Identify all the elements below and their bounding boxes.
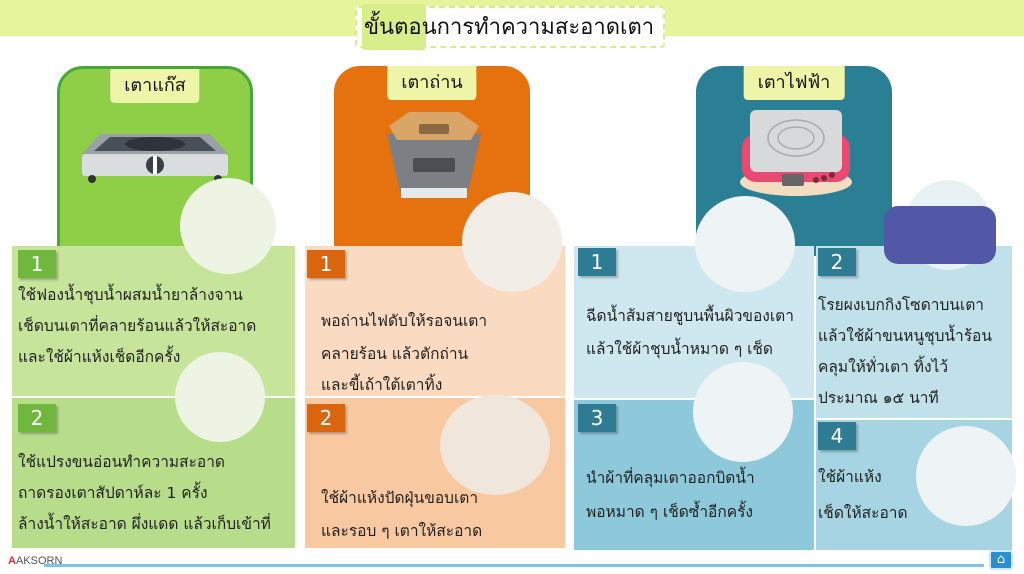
footer-divider [44,564,984,567]
charcoal-wipe-illustration [440,395,550,495]
gas-stove-icon [82,134,228,183]
charcoal-scoop-illustration [462,192,562,292]
electric-step-4-panel: 4 ใช้ผ้าแห้ง เช็ดให้สะอาด [816,420,1012,550]
gas-step-1-panel: 1 ใช้ฟองน้ำชุบน้ำผสมน้ำยาล้างจาน เช็ดบนเ… [12,246,295,396]
step-text-line: ใช้ผ้าแห้งปัดฝุ่นขอบเตา [321,489,479,507]
step-text-line: พอหมาด ๆ เช็ดซ้ำอีกครั้ง [586,503,753,521]
step-number: 2 [18,404,56,432]
charcoal-stove-icon [387,112,481,198]
step-number: 2 [307,404,345,432]
step-text-line: พอถ่านไฟดับให้รอจนเตา [321,312,488,330]
gas-sponge-illustration [180,178,276,274]
electric-stove-icon [740,110,852,196]
step-number: 4 [818,422,856,450]
step-number: 2 [818,248,856,276]
step-number: 3 [578,404,616,432]
step-number: 1 [18,250,56,278]
electric-wring-illustration [693,362,793,462]
category-label: เตาถ่าน [387,66,477,100]
electric-dry-wipe-illustration [916,426,1016,526]
category-label: เตาแก๊ส [110,69,200,103]
step-text-line: ใช้ผ้าแห้ง [818,468,882,486]
step-text-line: และรอบ ๆ เตาให้สะอาด [321,522,483,540]
step-text-line: โรยผงเบกกิงโซดาบนเตา [818,296,984,314]
step-text-line: นำผ้าที่คลุมเตาออกบิดน้ำ [586,469,755,487]
step-text-line: ฉีดน้ำส้มสายชูบนพื้นผิวของเตา [586,307,794,325]
step-text-line: เช็ดให้สะอาด [818,504,908,522]
step-text-line: แล้วใช้ผ้าขนหนูชุบน้ำร้อน [818,327,992,345]
category-label: เตาไฟฟ้า [743,66,845,100]
step-text-line: ล้างน้ำให้สะอาด ผึ่งแดด แล้วเก็บเข้าที่ [18,515,271,533]
electric-spray-illustration [695,196,795,292]
step-text-line: คลุมให้ทั่วเตา ทิ้งไว้ [818,358,949,376]
category-charcoal-stove: เตาถ่าน [334,66,530,256]
gas-tray-brush-illustration [175,352,265,442]
step-text-line: ถาดรองเตาสัปดาห์ละ 1 ครั้ง [18,484,208,502]
step-text-line: เช็ดบนเตาที่คลายร้อนแล้วให้สะอาด [18,317,257,335]
step-text-line: ใช้แปรงขนอ่อนทำความสะอาด [18,453,225,471]
step-text-line: และใช้ผ้าแห้งเช็ดอีกครั้ง [18,348,181,366]
step-text-line: ใช้ฟองน้ำชุบน้ำผสมน้ำยาล้างจาน [18,286,243,304]
step-text-line: และขี้เถ้าใต้เตาทิ้ง [321,376,443,394]
home-button[interactable]: ⌂ [989,550,1013,570]
step-number: 1 [578,248,616,276]
electric-step-2-panel: 2 โรยผงเบกกิงโซดาบนเตา แล้วใช้ผ้าขนหนูชุ… [816,246,1012,418]
towel-shape [884,206,996,264]
title-accent [362,4,426,50]
step-text-line: คลายร้อน แล้วตักถ่าน [321,345,469,363]
step-text-line: แล้วใช้ผ้าชุบน้ำหมาด ๆ เช็ด [586,340,773,358]
step-number: 1 [307,250,345,278]
page-title: ขั้นตอนการทำความสะอาดเตา [364,15,655,40]
home-icon: ⌂ [996,552,1006,567]
step-text-line: ประมาณ ๑๕ นาที [818,389,939,407]
